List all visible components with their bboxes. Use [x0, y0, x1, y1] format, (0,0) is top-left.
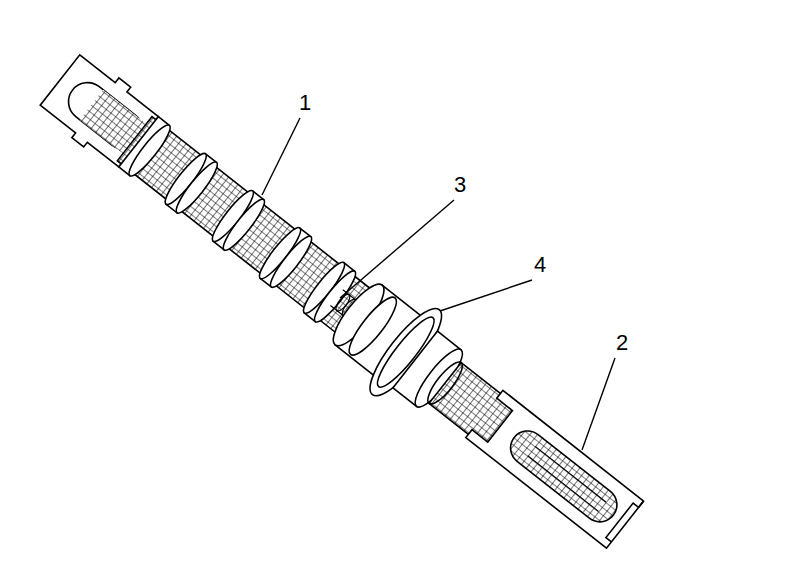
- callout-number: 1: [299, 92, 311, 114]
- callout-number: 2: [616, 332, 628, 354]
- callout-number: 4: [534, 254, 546, 276]
- callout-number: 3: [454, 174, 466, 196]
